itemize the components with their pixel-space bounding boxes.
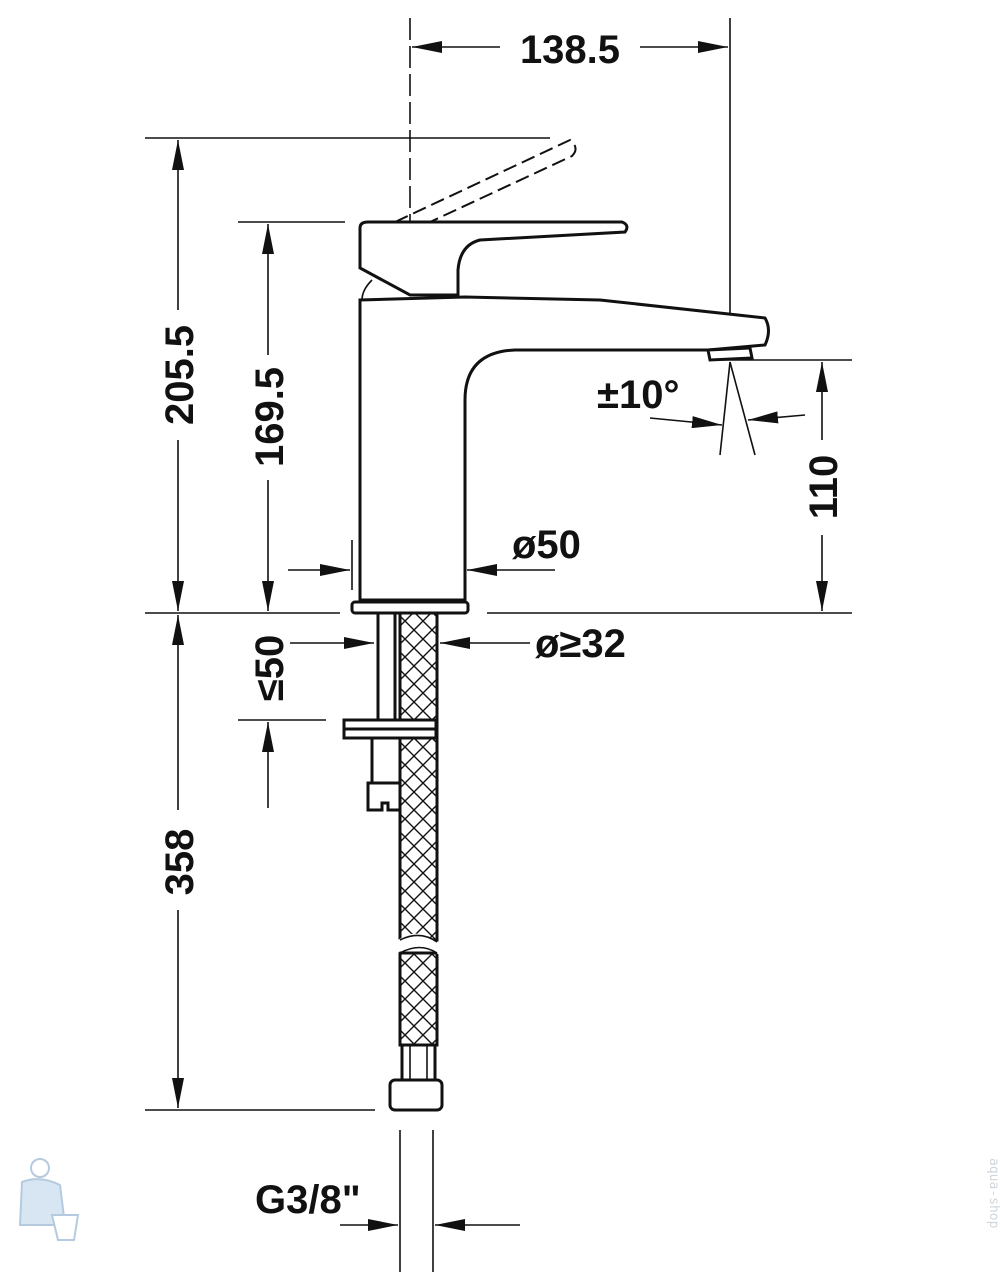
dim-tap-hole: ø≥32 [535, 622, 626, 666]
supply-connector [370, 736, 402, 785]
faucet-body [358, 295, 770, 602]
dim-counter-thickness: ≤50 [248, 635, 292, 701]
aerator [706, 346, 754, 362]
flexible-hose-upper [398, 611, 439, 942]
dimension-lines [172, 41, 828, 1231]
dim-spout-projection: 138.5 [520, 28, 620, 72]
dim-body-height: 169.5 [248, 367, 292, 467]
raised-handle-outline [394, 138, 577, 223]
plumber-logo [18, 1158, 80, 1241]
dim-aerator-swivel: ±10° [597, 373, 679, 417]
watermark: aqua-shop [986, 1158, 1000, 1229]
lever-handle [358, 220, 629, 297]
dim-connection-thread: G3/8" [255, 1178, 361, 1222]
extension-lines [145, 18, 852, 1272]
dim-hose-length: 358 [158, 829, 202, 896]
faucet [342, 220, 770, 1112]
dim-body-diameter: ø50 [512, 523, 581, 567]
dim-outlet-height: 110 [802, 455, 846, 520]
threaded-shaft [376, 611, 397, 723]
connector-nut [366, 781, 402, 812]
hose-nut [388, 1078, 444, 1112]
dim-total-height: 205.5 [158, 325, 202, 425]
base-plate [350, 600, 470, 615]
hose-break-gap [398, 933, 439, 955]
hose-ferrule [400, 1043, 437, 1082]
flexible-hose-lower [398, 951, 439, 1047]
hose-break-lines [399, 934, 438, 954]
body-neck-curve [361, 279, 373, 301]
